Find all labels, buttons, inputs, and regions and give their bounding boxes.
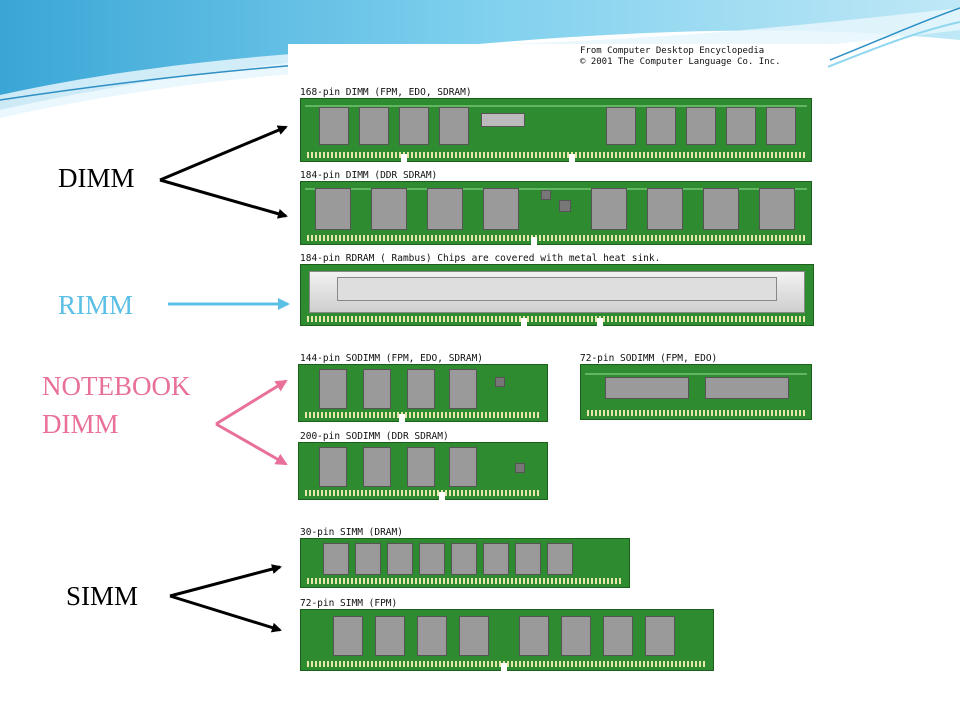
credit-line-2: © 2001 The Computer Language Co. Inc. [580,57,781,67]
module-200-pin-sodimm [298,442,548,500]
module-168-pin-dimm [300,98,812,162]
label-184-pin-rdram: 184-pin RDRAM ( Rambus) Chips are covere… [300,253,661,264]
label-144-pin-sodimm: 144-pin SODIMM (FPM, EDO, SDRAM) [300,353,484,364]
notebook-side-label-line-2: DIMM [42,409,119,439]
label-30-pin-simm: 30-pin SIMM (DRAM) [300,527,403,538]
module-184-pin-dimm [300,181,812,245]
module-30-pin-simm [300,538,630,588]
label-72-pin-sodimm: 72-pin SODIMM (FPM, EDO) [580,353,718,364]
credit-line-1: From Computer Desktop Encyclopedia [580,46,765,56]
label-72-pin-simm: 72-pin SIMM (FPM) [300,598,398,609]
module-72-pin-sodimm [580,364,812,420]
notebook-side-label-line-1: NOTEBOOK [42,371,191,401]
label-184-pin-dimm: 184-pin DIMM (DDR SDRAM) [300,170,438,181]
credit-text: From Computer Desktop Encyclopedia © 200… [580,46,780,68]
simm-side-label: SIMM [66,581,139,611]
label-200-pin-sodimm: 200-pin SODIMM (DDR SDRAM) [300,431,449,442]
dimm-side-label: DIMM [58,163,135,193]
label-168-pin-dimm: 168-pin DIMM (FPM, EDO, SDRAM) [300,87,472,98]
rimm-side-label: RIMM [58,290,134,320]
module-144-pin-sodimm [298,364,548,422]
module-184-pin-rdram [300,264,814,326]
module-72-pin-simm [300,609,714,671]
